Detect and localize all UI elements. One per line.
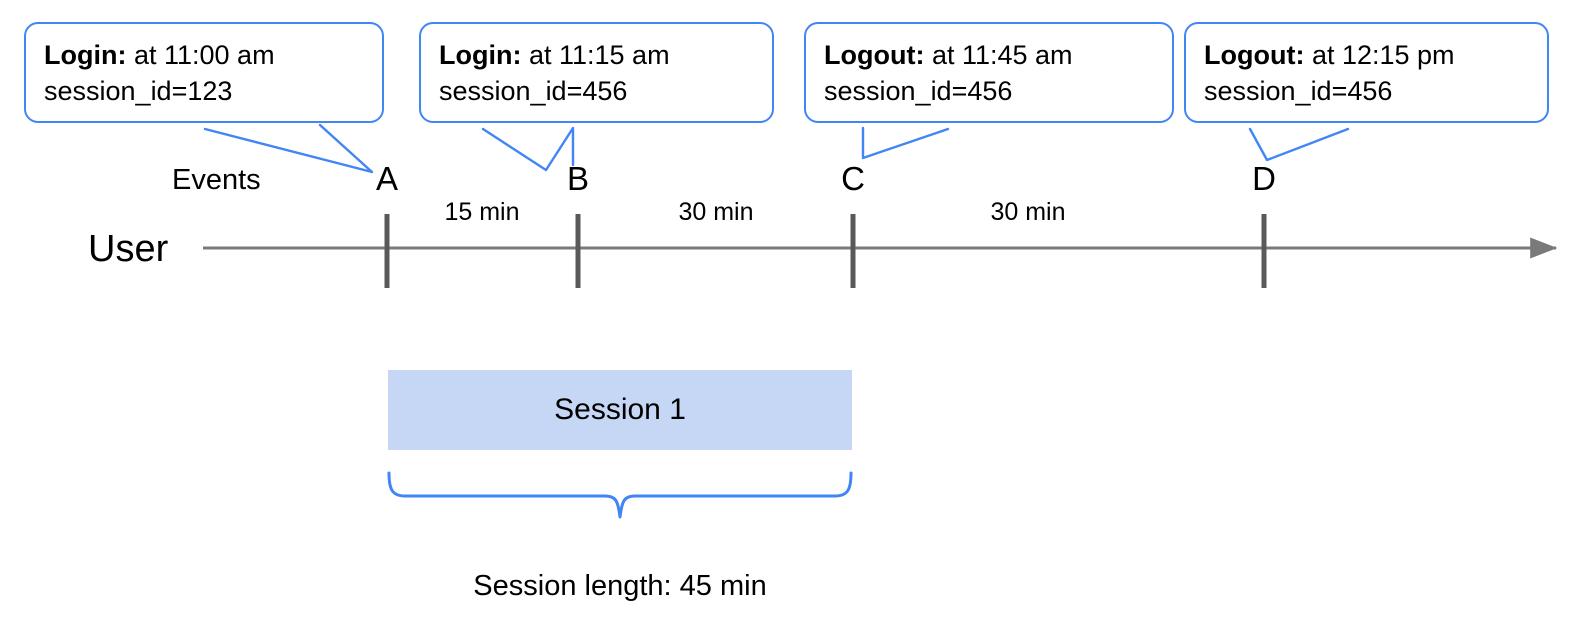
callout-b-time: at 11:15 am [521,40,670,70]
callout-d-session-id: session_id=456 [1204,75,1393,106]
callout-a-event-label: Login: [44,40,127,70]
callout-c-session-id: session_id=456 [824,75,1013,106]
session-bar-rect [388,370,852,450]
callout-b-line1: Login: at 11:15 am [439,38,754,74]
callout-d-time: at 12:15 pm [1304,40,1455,70]
gap-label-bc: 30 min [678,198,754,226]
callout-c-line1: Logout: at 11:45 am [824,38,1154,74]
callout-box-d: Logout: at 12:15 pm session_id=456 [1184,22,1549,124]
session-bar-label: Session 1 [554,393,686,426]
callout-tail-d [1248,127,1350,162]
event-letter-c: C [841,160,865,197]
row-label-events: Events [172,164,261,196]
event-letter-d: D [1252,160,1276,197]
callout-a-session-id: session_id=123 [44,75,233,106]
gap-label-ab: 15 min [444,198,520,226]
callout-tail-b [481,126,575,172]
event-letter-a: A [375,160,398,197]
callout-tail-a [203,123,374,174]
callout-b-event-label: Login: [439,40,522,70]
gap-label-cd: 30 min [990,198,1066,226]
callout-tail-c [861,126,950,160]
session-brace [387,471,853,519]
callout-b-session-id: session_id=456 [439,75,628,106]
callout-d-event-label: Logout: [1204,40,1305,70]
callout-d-line1: Logout: at 12:15 pm [1204,38,1529,74]
event-letter-b: B [566,160,589,197]
callout-a-line1: Login: at 11:00 am [44,38,364,74]
callout-c-event-label: Logout: [824,40,925,70]
session-length-caption: Session length: 45 min [473,570,767,602]
callout-a-time: at 11:00 am [126,40,275,70]
row-label-user: User [88,228,169,270]
callout-c-time: at 11:45 am [924,40,1073,70]
callout-box-c: Logout: at 11:45 am session_id=456 [804,22,1174,124]
callout-box-a: Login: at 11:00 am session_id=123 [24,22,384,124]
callout-box-b: Login: at 11:15 am session_id=456 [419,22,774,124]
